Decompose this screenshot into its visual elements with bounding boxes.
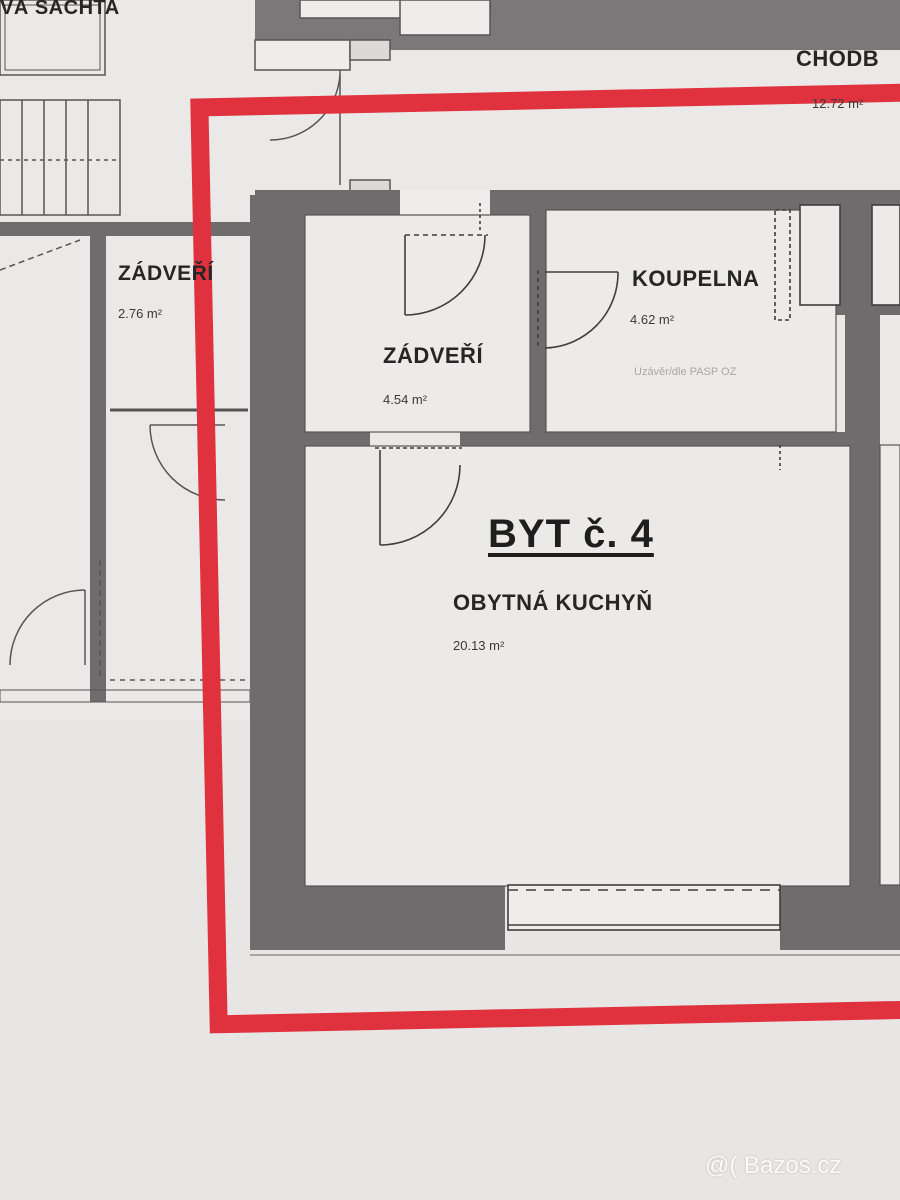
neighbor-corridor-area: 12.72 m²	[812, 96, 864, 111]
vestibule-label: ZÁDVEŘÍ	[383, 343, 484, 368]
neighbor-shaft-label: VÁ ŠACHTA	[0, 0, 120, 19]
neighbor-vestibule-label: ZÁDVEŘÍ	[118, 262, 214, 285]
room-floors	[304, 209, 900, 887]
neighbor-vestibule-area: 2.76 m²	[118, 306, 163, 321]
living-kitchen-label: OBYTNÁ KUCHYŇ	[453, 590, 653, 615]
doors-and-windows	[250, 200, 900, 956]
bathroom-note: Uzávěr/dle PASP OZ	[634, 366, 737, 378]
bathroom-area: 4.62 m²	[630, 312, 675, 327]
bathroom-label: KOUPELNA	[632, 266, 760, 291]
vestibule-area: 4.54 m²	[383, 392, 428, 407]
apartment-title: BYT č. 4	[488, 512, 654, 556]
neighbor-corridor-label: CHODB	[796, 46, 880, 71]
highlight-frame	[190, 83, 900, 1034]
watermark: @( Bazos.cz	[705, 1152, 842, 1179]
living-kitchen-area: 20.13 m²	[453, 638, 505, 653]
